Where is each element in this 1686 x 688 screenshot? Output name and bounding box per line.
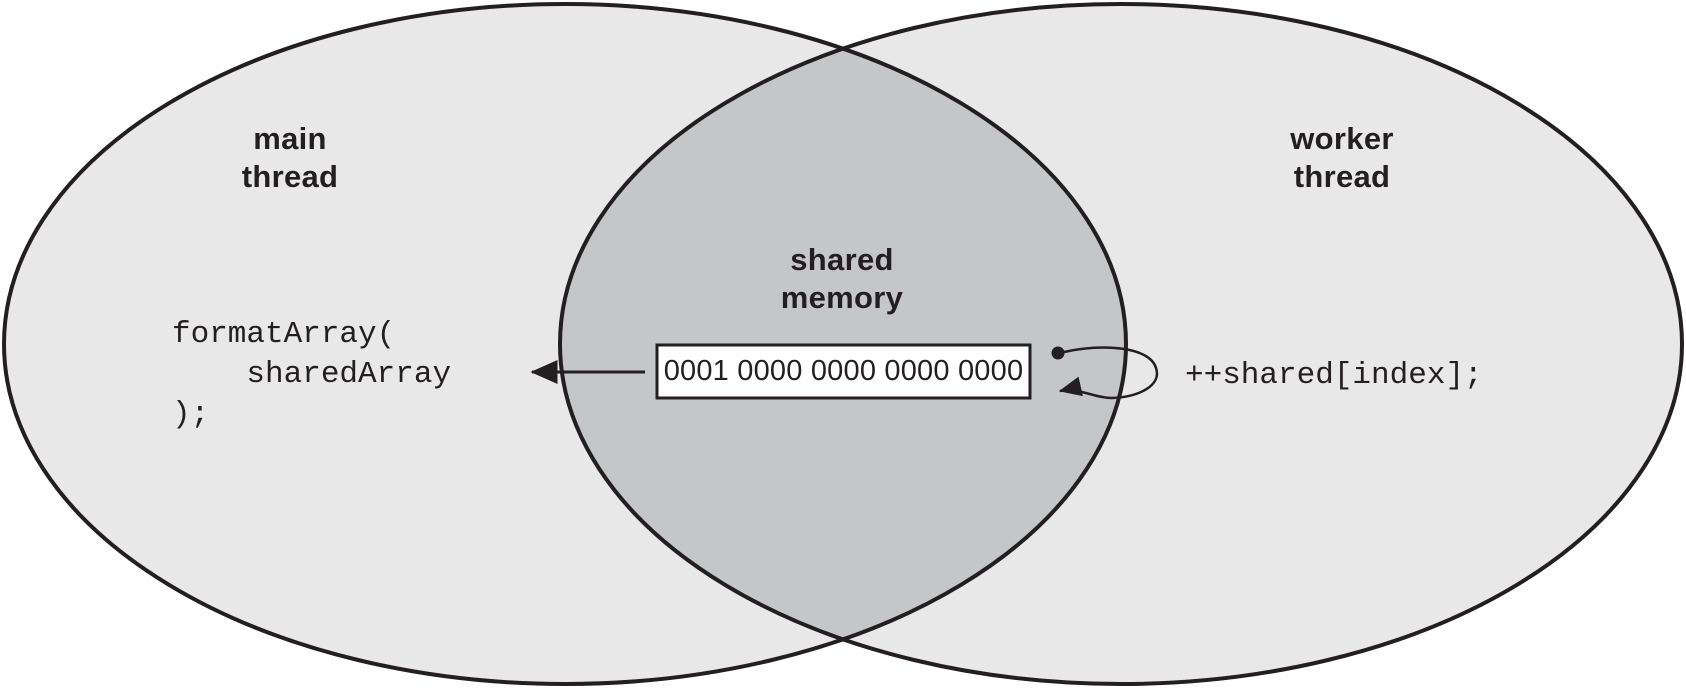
worker-thread-label: worker thread	[1290, 121, 1394, 194]
worker-thread-outline	[558, 2, 1684, 686]
worker-thread-code: ++shared[index];	[1185, 358, 1483, 393]
write-origin-dot-icon	[1051, 346, 1065, 360]
shared-memory-label: shared memory	[780, 242, 904, 315]
memory-value: 0001 0000 0000 0000 0000	[663, 355, 1024, 387]
shared-memory-overlap	[560, 4, 1126, 684]
memory-box	[655, 343, 1032, 400]
main-thread-label: main thread	[241, 121, 339, 194]
main-thread-outline	[2, 2, 1128, 686]
write-loop-arrow-icon	[1058, 346, 1159, 400]
main-thread-code: formatArray( sharedArray );	[172, 317, 452, 432]
